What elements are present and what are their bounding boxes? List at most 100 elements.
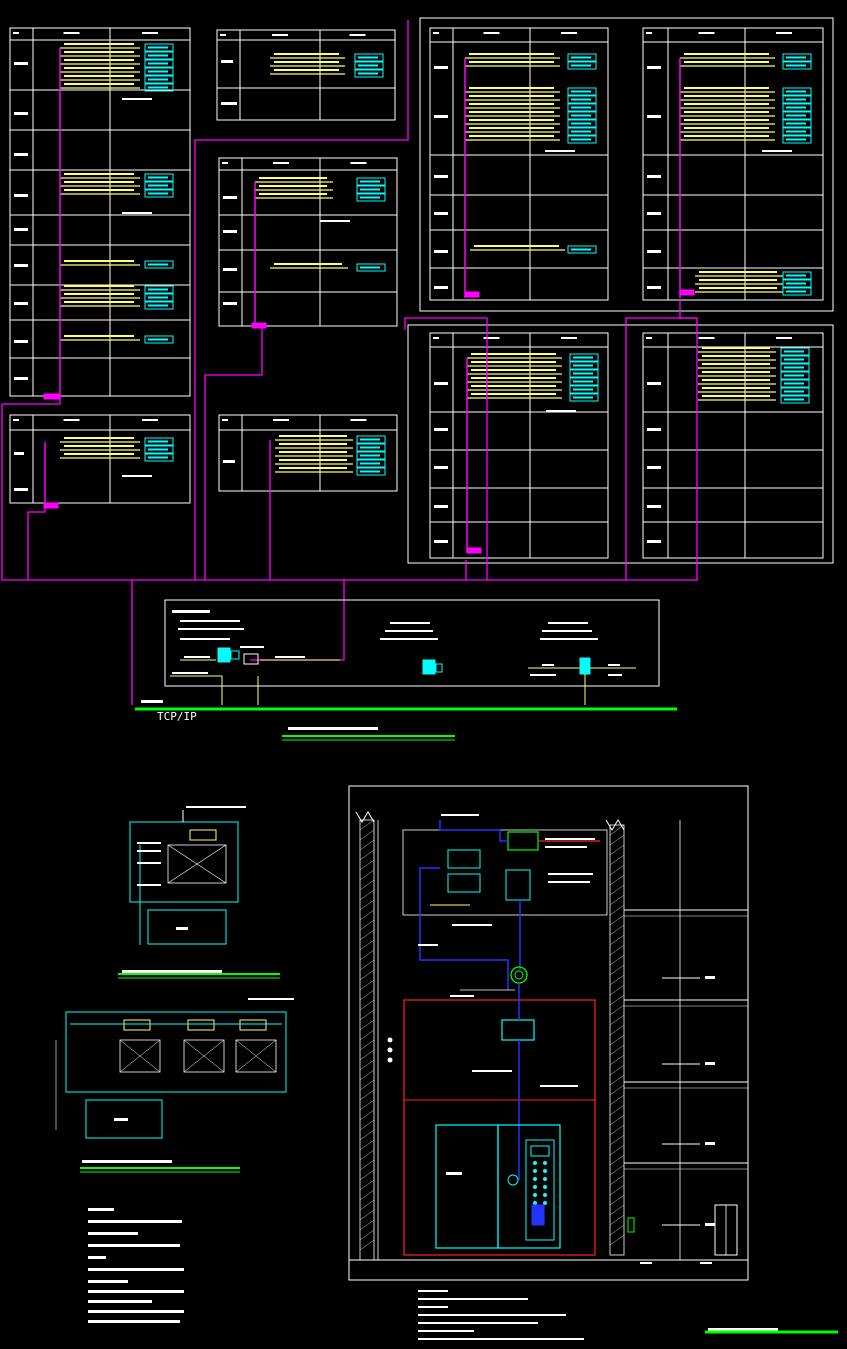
wall-hatch — [359, 1009, 375, 1021]
terminal-box — [356, 435, 386, 444]
wall-hatch — [609, 1124, 625, 1136]
wall-hatch — [609, 894, 625, 906]
cable-spec-text — [275, 656, 305, 658]
wall-hatch — [609, 1134, 625, 1146]
terminal-label — [571, 130, 591, 133]
wall-hatch — [359, 1139, 375, 1151]
cable-spec-text — [64, 437, 134, 439]
device-label — [450, 995, 474, 997]
note-text — [122, 212, 152, 214]
cable-spec-text — [64, 43, 134, 45]
wall-hatch — [609, 924, 625, 936]
wall-hatch — [609, 874, 625, 886]
cable-spec-text — [274, 69, 339, 71]
wall-hatch — [359, 1049, 375, 1061]
terminal-label — [571, 90, 591, 93]
wall-hatch — [359, 889, 375, 901]
floor-label — [647, 286, 661, 289]
wall-hatch — [609, 1024, 625, 1036]
floor-label — [14, 228, 28, 231]
note-text — [545, 838, 595, 840]
wall-hatch — [359, 969, 375, 981]
terminal-label — [148, 192, 168, 195]
detail-diagrams — [55, 806, 294, 1173]
panel-note-text — [390, 622, 430, 624]
floor-label — [14, 194, 28, 197]
terminal-box — [144, 437, 174, 446]
cable-spec-text — [684, 103, 769, 105]
riser-table-g — [642, 27, 824, 301]
detail-2-title-text — [82, 1160, 172, 1163]
hall-button — [387, 1037, 393, 1043]
wall-hatch — [609, 1224, 625, 1236]
header-text — [698, 337, 715, 339]
detail-2-panel — [183, 1039, 225, 1073]
note-line — [88, 1232, 138, 1235]
wall-hatch — [609, 1004, 625, 1016]
cable-spec-text — [469, 61, 554, 63]
terminal-label — [573, 364, 593, 367]
floor-label — [221, 102, 237, 105]
cable-spec-text — [699, 271, 777, 273]
terminal-box — [354, 53, 384, 62]
terminal-label — [573, 380, 593, 383]
car-door-right — [497, 1124, 561, 1249]
header-text — [776, 337, 792, 339]
cable-spec-text — [274, 53, 339, 55]
cable-spec-text — [64, 293, 134, 295]
device-label — [608, 674, 622, 676]
right-wall — [609, 824, 625, 1256]
panel-note-text — [542, 630, 592, 632]
terminal-box — [782, 61, 812, 70]
terminal-label — [148, 86, 168, 89]
terminal-label — [358, 72, 378, 75]
device-label — [608, 664, 620, 666]
note-text — [122, 98, 152, 100]
terminal-label — [148, 70, 168, 73]
floor-label — [647, 66, 661, 69]
header-text — [13, 419, 19, 421]
cable-spec-text — [418, 944, 438, 946]
riser-table-e — [218, 414, 398, 492]
header-text — [222, 419, 228, 421]
cable-spec-text — [137, 862, 161, 864]
header-text — [646, 32, 652, 34]
wall-hatch — [359, 829, 375, 841]
terminal-label — [148, 296, 168, 299]
section-frame — [348, 785, 749, 1281]
floor-label — [14, 488, 28, 491]
terminal-label — [360, 446, 380, 449]
terminal-label — [148, 440, 168, 443]
car-operating-panel — [525, 1139, 555, 1241]
terminal-box — [569, 385, 599, 394]
floor-label — [14, 112, 28, 115]
note-line — [418, 1290, 448, 1292]
riser-route-c — [204, 326, 263, 580]
riser-table-d — [9, 414, 191, 504]
car-button — [533, 1169, 537, 1173]
wall-hatch — [359, 1209, 375, 1221]
riser-lines — [1, 20, 812, 705]
terminal-label — [573, 372, 593, 375]
panel-note-text — [385, 630, 433, 632]
header-text — [350, 419, 367, 421]
panel-note-text — [540, 638, 598, 640]
terminal-label — [571, 122, 591, 125]
wall-hatch — [609, 914, 625, 926]
cable-spool-core — [514, 970, 524, 980]
terminal-box — [567, 135, 597, 144]
wall-hatch — [359, 819, 375, 831]
cable-spec-text — [702, 347, 770, 349]
device-label — [446, 1172, 462, 1175]
cable-spec-text — [469, 103, 554, 105]
terminal-box — [569, 361, 599, 370]
hall-button — [387, 1057, 393, 1063]
cable-spec-text — [471, 377, 556, 379]
floor-label — [14, 302, 28, 305]
riser-route-a — [2, 398, 61, 405]
wall-hatch — [609, 864, 625, 876]
detail-2-frame — [65, 1011, 287, 1093]
main-riser-route — [1, 300, 698, 581]
floor-label — [14, 62, 28, 65]
terminal-label — [148, 54, 168, 57]
